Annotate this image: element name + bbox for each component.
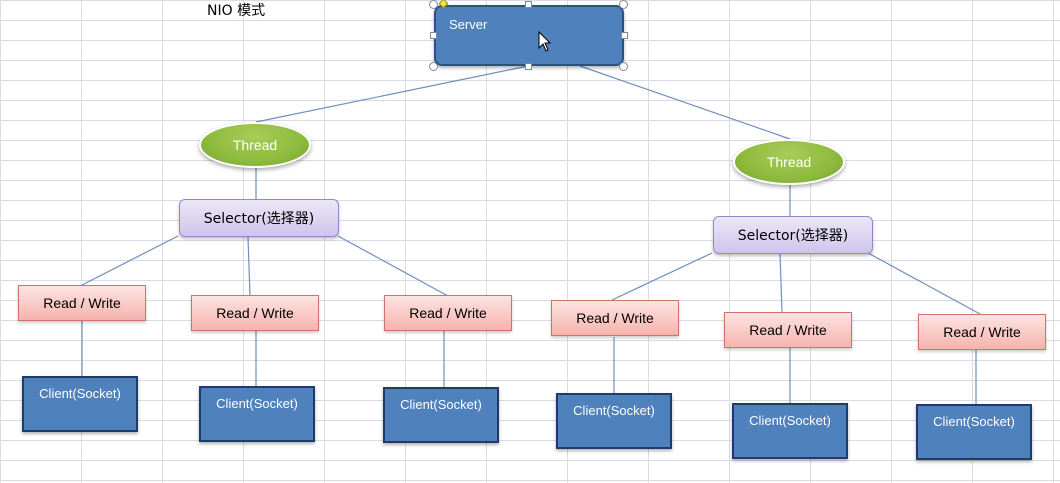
client-label: Client(Socket) [216, 396, 298, 411]
read-write-node-2[interactable]: Read / Write [191, 295, 319, 331]
client-socket-node-5[interactable]: Client(Socket) [732, 403, 848, 459]
client-label: Client(Socket) [400, 397, 482, 412]
selector-node-1[interactable]: Selector(选择器) [179, 199, 339, 237]
client-socket-node-6[interactable]: Client(Socket) [916, 404, 1032, 460]
connector-selector1-rw3 [337, 235, 449, 297]
connector-selector1-rw2 [247, 236, 251, 297]
server-label: Server [449, 17, 488, 32]
read-write-node-1[interactable]: Read / Write [18, 285, 146, 321]
read-write-label: Read / Write [43, 295, 121, 311]
client-label: Client(Socket) [749, 413, 831, 428]
thread-label: Thread [232, 137, 278, 153]
resize-handle-right[interactable] [621, 32, 628, 39]
resize-handle-bottom-right[interactable] [619, 62, 628, 71]
client-label: Client(Socket) [39, 386, 121, 401]
read-write-label: Read / Write [409, 305, 487, 321]
diagram-title: NIO 模式 [207, 3, 266, 19]
read-write-label: Read / Write [576, 310, 654, 326]
selector-label: Selector(选择器) [203, 211, 315, 227]
read-write-node-3[interactable]: Read / Write [384, 295, 512, 331]
connector-selector1-rw1 [81, 235, 179, 286]
mouse-pointer-icon [538, 31, 552, 52]
read-write-label: Read / Write [749, 322, 827, 338]
client-socket-node-4[interactable]: Client(Socket) [556, 393, 672, 449]
resize-handle-top-left[interactable] [429, 0, 438, 9]
selector-label: Selector(选择器) [737, 228, 849, 244]
connector-server-thread-2 [579, 65, 791, 140]
resize-handle-left[interactable] [430, 32, 437, 39]
client-label: Client(Socket) [573, 403, 655, 418]
client-label: Client(Socket) [933, 414, 1015, 429]
resize-handle-bottom[interactable] [525, 63, 532, 70]
resize-handle-top[interactable] [525, 1, 532, 8]
read-write-label: Read / Write [943, 324, 1021, 340]
client-socket-node-3[interactable]: Client(Socket) [383, 387, 499, 443]
read-write-node-6[interactable]: Read / Write [918, 314, 1046, 350]
resize-handle-top-right[interactable] [619, 0, 628, 9]
connector-selector2-rw2 [779, 253, 783, 313]
resize-handle-bottom-left[interactable] [429, 62, 438, 71]
client-socket-node-2[interactable]: Client(Socket) [199, 386, 315, 442]
selector-node-2[interactable]: Selector(选择器) [713, 216, 873, 254]
read-write-node-4[interactable]: Read / Write [551, 300, 679, 336]
thread-node-1[interactable]: Thread [199, 122, 311, 168]
connector-selector2-rw3 [867, 252, 981, 315]
thread-label: Thread [766, 154, 812, 170]
connector-selector2-rw1 [611, 252, 713, 301]
client-socket-node-1[interactable]: Client(Socket) [22, 376, 138, 432]
server-node[interactable]: Server [434, 5, 624, 66]
read-write-label: Read / Write [216, 305, 294, 321]
thread-node-2[interactable]: Thread [733, 139, 845, 185]
read-write-node-5[interactable]: Read / Write [724, 312, 852, 348]
connector-server-thread-1 [255, 65, 529, 123]
